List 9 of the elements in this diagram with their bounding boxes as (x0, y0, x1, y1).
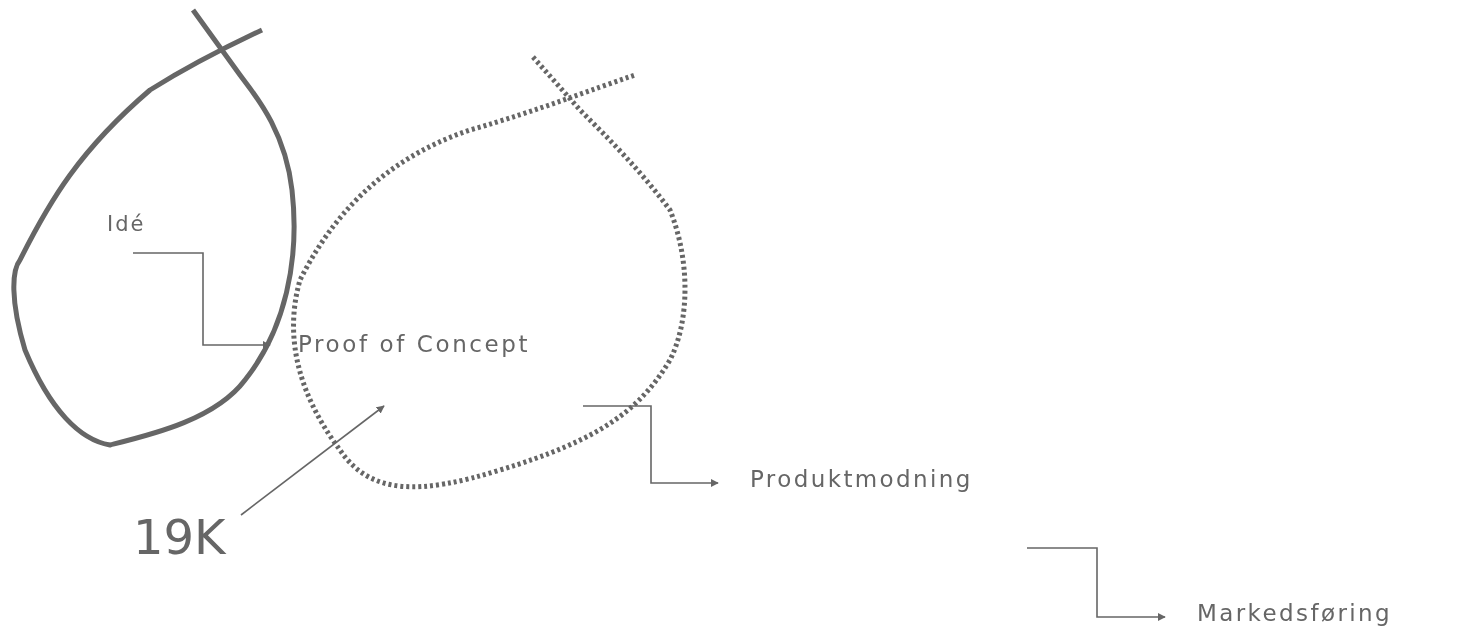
stage-label: Proof of Concept (270, 331, 615, 406)
stage-label: Produktmodning (718, 466, 1038, 548)
arrow (582, 405, 719, 487)
arrow (132, 252, 271, 349)
stage-label: 19K (133, 510, 241, 578)
stage-label: Idé (104, 212, 156, 253)
arrow (1026, 547, 1166, 621)
stage-label: Markedsføring (1165, 600, 1460, 636)
arrow (240, 405, 385, 516)
